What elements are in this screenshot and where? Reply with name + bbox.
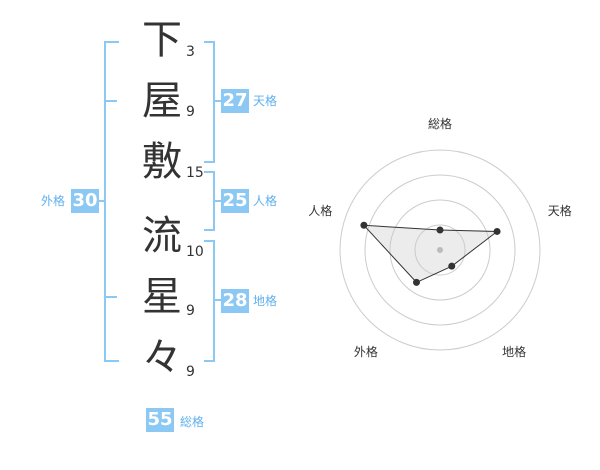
tenkaku-bracket	[204, 41, 215, 163]
radar-ring	[364, 174, 516, 326]
tenkaku-bracket-tick	[213, 100, 221, 102]
gaikaku-bracket-tick-top	[106, 100, 117, 102]
gaikaku-score: 30	[71, 189, 99, 213]
radar-point-1	[436, 226, 444, 234]
jinkaku-score: 25	[221, 189, 249, 213]
name-char-1: 下	[142, 17, 182, 63]
soukaku-score: 55	[146, 408, 174, 432]
chikaku-bracket-tick	[213, 299, 221, 301]
stroke-count-3: 15	[186, 165, 204, 181]
jinkaku-label: 人格	[253, 194, 278, 208]
gaikaku-label: 外格	[41, 194, 66, 208]
name-char-3: 敷	[142, 139, 182, 185]
radar-axis-label-3: 地格	[502, 344, 526, 359]
radar-ring	[414, 224, 466, 276]
stroke-count-4: 10	[186, 244, 204, 260]
radar-ring	[389, 199, 491, 301]
name-char-4: 流	[142, 213, 182, 259]
radar-point-5	[360, 221, 368, 229]
gaikaku-bracket-connector	[98, 200, 106, 202]
tenkaku-score: 27	[221, 89, 249, 113]
radar-center-dot	[437, 247, 443, 253]
radar-axis-label-4: 外格	[354, 344, 378, 359]
jinkaku-bracket-tick	[213, 200, 221, 202]
radar-axis-label-1: 総格	[428, 116, 452, 131]
stroke-count-5: 9	[186, 303, 195, 319]
radar-point-3	[448, 262, 456, 270]
radar-axis-label-5: 人格	[308, 203, 332, 218]
radar-point-2	[493, 227, 501, 235]
chikaku-label: 地格	[253, 294, 278, 308]
stroke-count-6: 9	[186, 364, 195, 380]
tenkaku-label: 天格	[253, 94, 278, 108]
name-char-2: 屋	[142, 78, 182, 124]
radar-point-4	[412, 278, 420, 286]
name-char-5: 星	[142, 274, 182, 320]
chikaku-score: 28	[221, 289, 249, 313]
gaikaku-bracket-tick-bottom	[106, 296, 117, 298]
soukaku-label: 総格	[180, 415, 205, 429]
radar-ring	[339, 149, 541, 351]
name-char-6: 々	[142, 335, 182, 381]
radar-axis-label-2: 天格	[548, 203, 572, 218]
radar-series-area	[362, 224, 499, 284]
stroke-count-1: 3	[186, 44, 195, 60]
stroke-count-2: 9	[186, 104, 195, 120]
chikaku-bracket	[204, 240, 215, 362]
